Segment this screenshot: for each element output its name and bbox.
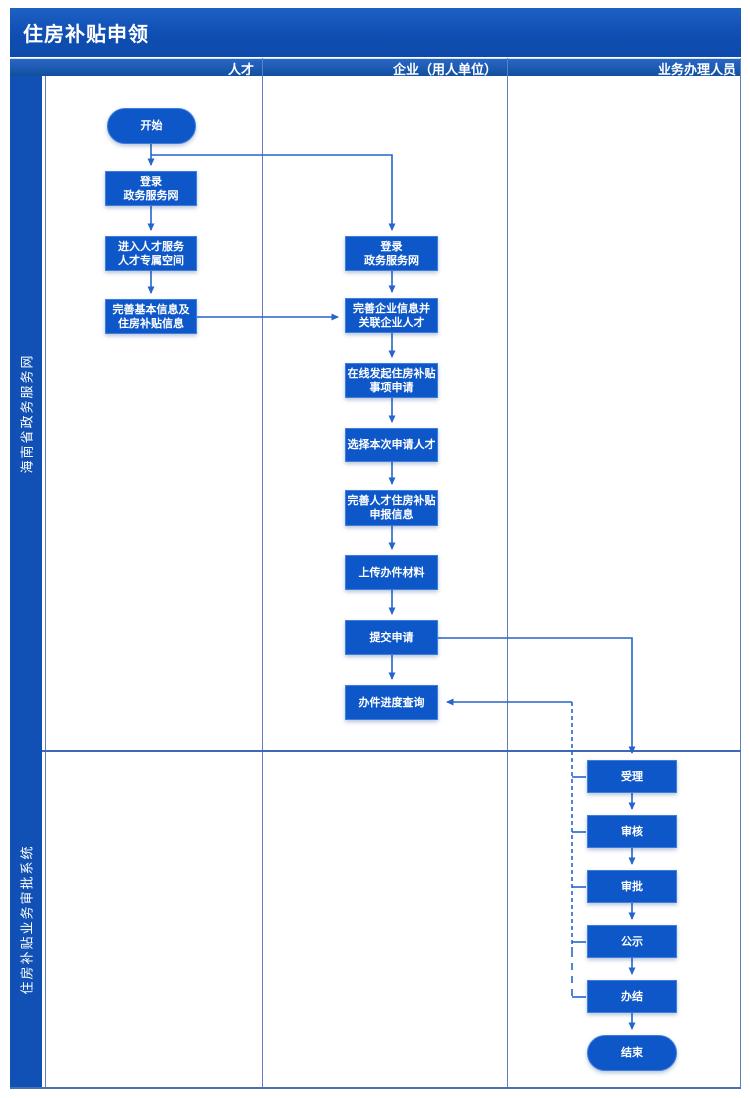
node-ent-upload: 上传办件材料 (345, 555, 438, 590)
column-divider-2 (507, 58, 508, 1088)
page-title: 住房补贴申领 (23, 24, 149, 46)
lane-label-gov-service: 海南省政务服务网 (19, 352, 35, 474)
column-header-talent: 人才 (227, 61, 254, 77)
node-approve: 审批 (587, 870, 677, 903)
diagram-title-bar: 住房补贴申领 (10, 8, 741, 57)
node-ent-fill-declare: 完善人才住房补贴 申报信息 (345, 490, 438, 526)
lane-sidebar (10, 76, 42, 1088)
lane-divider (42, 750, 741, 752)
column-header-band: 人才 企业（用人单位） 业务办理人员 (10, 58, 741, 77)
node-ent-select-talent: 选择本次申请人才 (345, 428, 438, 462)
flow-connector (438, 637, 636, 754)
column-header-enterprise: 企业（用人单位） (392, 61, 497, 77)
node-publicity: 公示 (587, 925, 677, 958)
node-start: 开始 (107, 108, 196, 144)
bottom-border (10, 1087, 741, 1089)
node-talent-complete-info: 完善基本信息及 住房补贴信息 (105, 299, 197, 334)
column-divider-1 (262, 58, 263, 1088)
node-ent-complete-link: 完善企业信息并 关联企业人才 (345, 298, 438, 333)
node-ent-initiate: 在线发起住房补贴 事项申请 (345, 363, 438, 398)
node-end: 结束 (587, 1035, 677, 1071)
content-left-border (45, 76, 46, 1088)
node-ent-submit: 提交申请 (345, 620, 438, 655)
node-accept: 受理 (587, 760, 677, 793)
node-review: 审核 (587, 815, 677, 848)
node-talent-login: 登录 政务服务网 (105, 171, 197, 206)
node-ent-login: 登录 政务服务网 (345, 236, 438, 271)
content-right-border (740, 58, 741, 1088)
lane-label-approval-system: 住房补贴业务审批系统 (19, 843, 35, 995)
column-header-staff: 业务办理人员 (657, 61, 736, 77)
node-talent-enter-space: 进入人才服务 人才专属空间 (105, 236, 197, 271)
node-ent-progress-query: 办件进度查询 (345, 685, 438, 720)
node-close: 办结 (587, 980, 677, 1013)
